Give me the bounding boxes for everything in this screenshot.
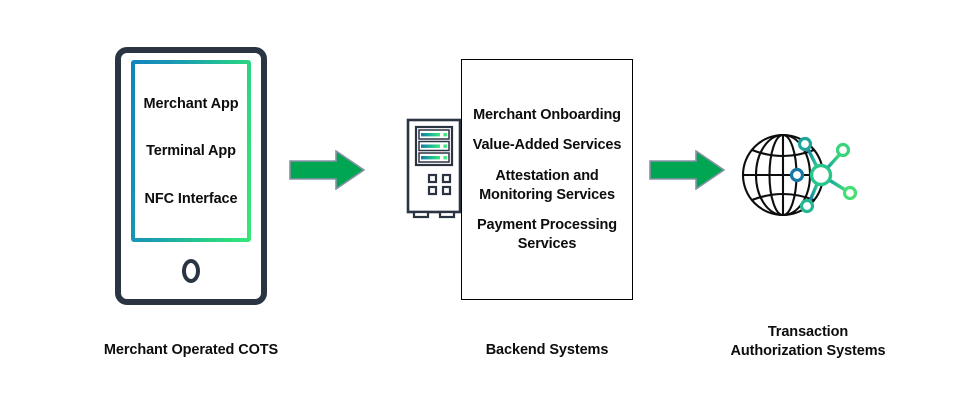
caption-transaction-authorization-systems: Transaction Authorization Systems xyxy=(688,323,928,361)
transaction-authorization-globe-network-icon xyxy=(735,125,880,230)
screen-item-merchant-app: Merchant App xyxy=(143,95,239,112)
arrow-cots-to-backend-icon xyxy=(289,149,366,191)
caption-auth-line-2: Authorization Systems xyxy=(730,343,886,360)
screen-item-nfc-interface: NFC Interface xyxy=(144,190,238,207)
backend-services-box: Merchant Onboarding Value-Added Services… xyxy=(461,59,633,300)
caption-merchant-operated-cots: Merchant Operated COTS xyxy=(103,342,279,358)
caption-auth-line-1: Transaction xyxy=(767,324,849,340)
service-attestation-monitoring: Attestation and Monitoring Services xyxy=(479,167,615,203)
phone-screen-gradient-border: Merchant App Terminal App NFC Interface xyxy=(131,60,251,242)
service-value-added: Value-Added Services xyxy=(472,137,622,154)
backend-server-icon xyxy=(400,115,470,225)
arrow-backend-to-auth-icon xyxy=(649,149,726,191)
merchant-cots-phone: Merchant App Terminal App NFC Interface xyxy=(115,47,267,305)
phone-screen-content: Merchant App Terminal App NFC Interface xyxy=(135,64,247,238)
home-button-icon xyxy=(182,259,200,283)
service-payment-processing: Payment Processing Services xyxy=(477,217,617,252)
screen-item-terminal-app: Terminal App xyxy=(146,143,236,159)
caption-backend-systems: Backend Systems xyxy=(485,342,609,358)
service-merchant-onboarding: Merchant Onboarding xyxy=(473,106,621,123)
